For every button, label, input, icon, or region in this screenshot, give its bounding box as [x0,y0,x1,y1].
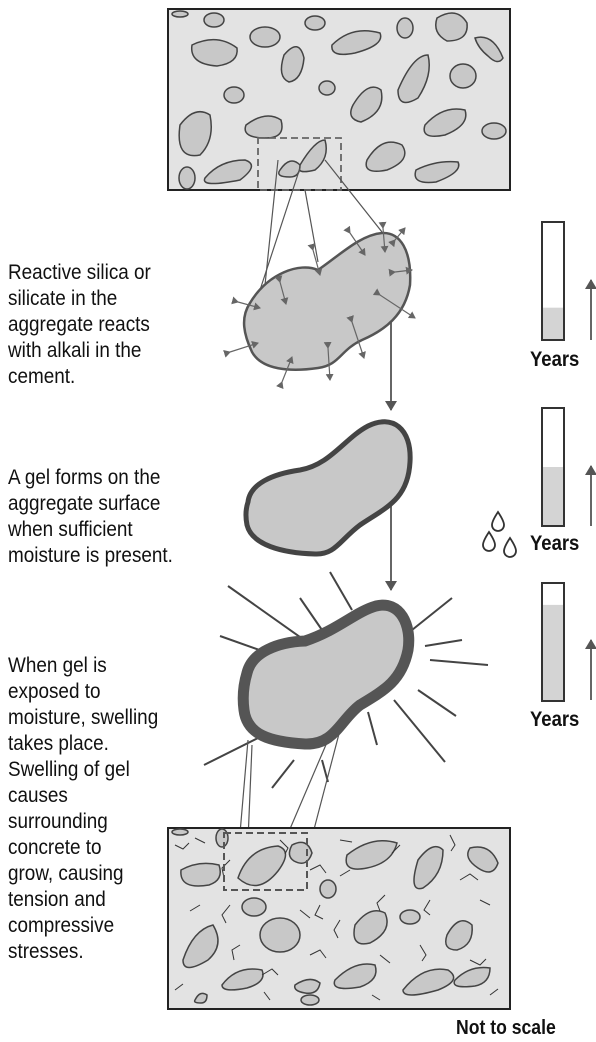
meter-3 [542,583,591,701]
caption-stage2: A gel forms on the aggregate surface whe… [8,465,173,569]
meter-1-label: Years [530,348,579,372]
meter-1 [542,222,591,340]
not-to-scale-note: Not to scale [456,1017,556,1040]
water-drops-icon [483,512,516,557]
meter-3-label: Years [530,708,579,732]
concrete-block-top [168,9,510,190]
aggregate-stage1 [230,228,415,382]
meter-2 [542,408,591,526]
concrete-block-bottom [168,828,510,1009]
aggregate-stage2-gel [246,422,410,554]
meter-2-label: Years [530,532,579,556]
caption-stage3: When gel is exposed to moisture, swellin… [8,653,158,965]
caption-stage1: Reactive silica or silicate in the aggre… [8,260,151,390]
